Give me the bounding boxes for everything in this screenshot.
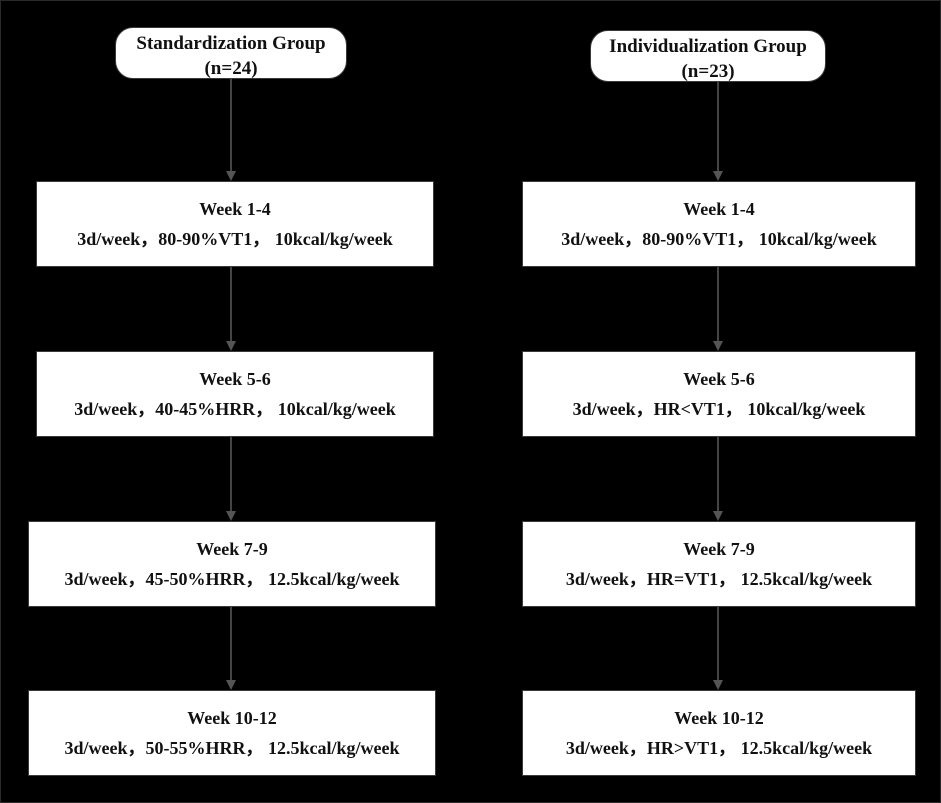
right-step-week1-4: Week 1-4 3d/week，80-90%VT1， 10kcal/kg/we… xyxy=(522,181,916,267)
left-step-week10-12: Week 10-12 3d/week，50-55%HRR， 12.5kcal/k… xyxy=(28,690,436,776)
left-step-week1-4: Week 1-4 3d/week，80-90%VT1， 10kcal/kg/we… xyxy=(36,181,434,267)
left-step-week7-9: Week 7-9 3d/week，45-50%HRR， 12.5kcal/kg/… xyxy=(28,521,436,607)
step-detail: 3d/week，80-90%VT1， 10kcal/kg/week xyxy=(561,229,877,249)
individualization-group-node: Individualization Group (n=23) xyxy=(590,30,826,82)
step-week-label: Week 5-6 xyxy=(683,369,755,389)
step-detail: 3d/week，40-45%HRR， 10kcal/kg/week xyxy=(74,399,396,419)
standardization-group-node: Standardization Group (n=24) xyxy=(115,27,347,79)
right-step-week10-12: Week 10-12 3d/week，HR>VT1， 12.5kcal/kg/w… xyxy=(522,690,916,776)
step-week-label: Week 1-4 xyxy=(199,199,271,219)
group-title: Standardization Group xyxy=(136,33,326,54)
step-week-label: Week 7-9 xyxy=(196,539,268,559)
step-detail: 3d/week，50-55%HRR， 12.5kcal/kg/week xyxy=(64,738,400,758)
step-detail: 3d/week，HR=VT1， 12.5kcal/kg/week xyxy=(565,569,873,589)
group-title: Individualization Group xyxy=(609,36,807,57)
step-detail: 3d/week，80-90%VT1， 10kcal/kg/week xyxy=(77,229,393,249)
group-count: (n=24) xyxy=(204,58,258,79)
step-week-label: Week 1-4 xyxy=(683,199,755,219)
step-detail: 3d/week，45-50%HRR， 12.5kcal/kg/week xyxy=(64,569,400,589)
step-week-label: Week 10-12 xyxy=(674,708,764,728)
left-step-week5-6: Week 5-6 3d/week，40-45%HRR， 10kcal/kg/we… xyxy=(36,351,434,437)
step-detail: 3d/week，HR>VT1， 12.5kcal/kg/week xyxy=(565,738,873,758)
step-detail: 3d/week，HR<VT1， 10kcal/kg/week xyxy=(572,399,866,419)
group-count: (n=23) xyxy=(681,61,735,82)
step-week-label: Week 10-12 xyxy=(187,708,277,728)
right-step-week5-6: Week 5-6 3d/week，HR<VT1， 10kcal/kg/week xyxy=(522,351,916,437)
step-week-label: Week 7-9 xyxy=(683,539,755,559)
right-step-week7-9: Week 7-9 3d/week，HR=VT1， 12.5kcal/kg/wee… xyxy=(522,521,916,607)
step-week-label: Week 5-6 xyxy=(199,369,271,389)
